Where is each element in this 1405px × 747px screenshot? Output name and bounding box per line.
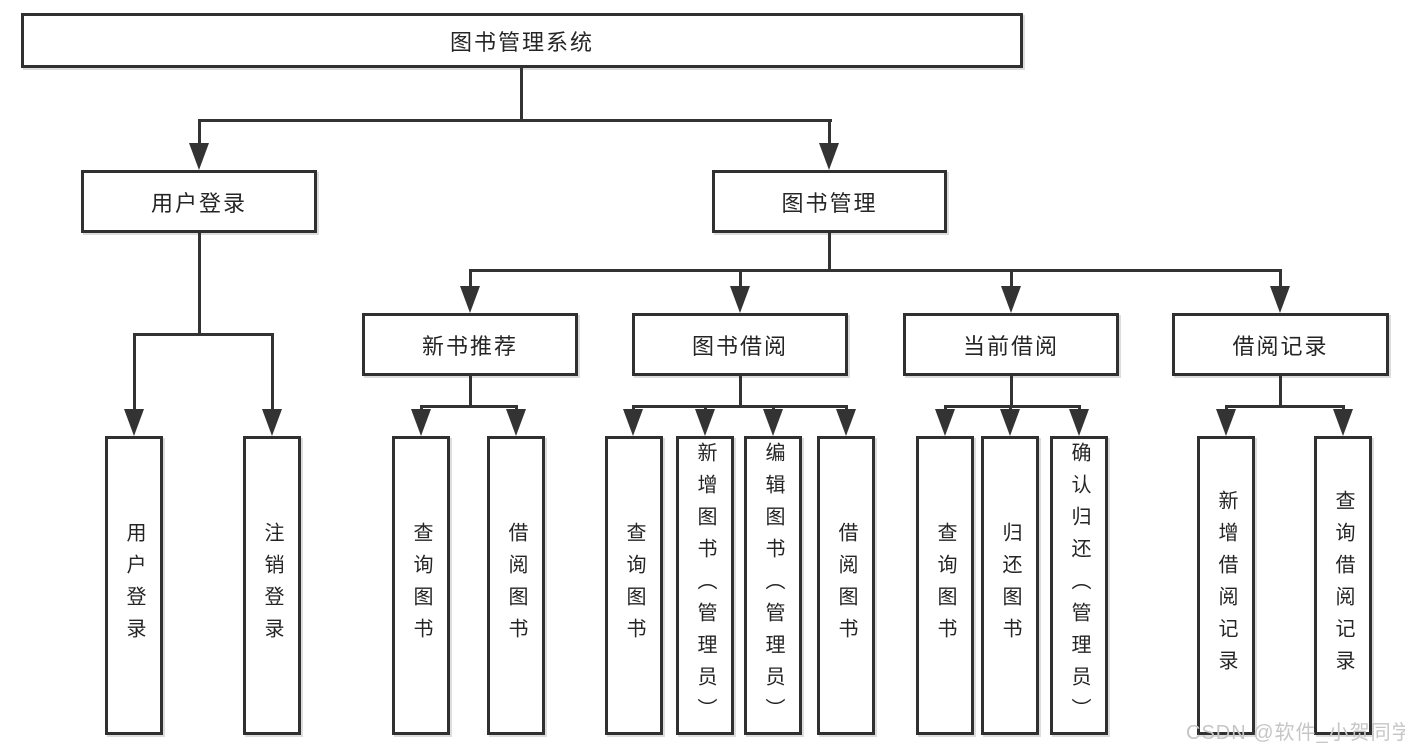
connector-line [469, 376, 472, 408]
connector-arrow-down-icon [763, 409, 783, 436]
node-library-system: 图书管理系统 [21, 13, 1023, 68]
connector-arrow-down-icon [1333, 409, 1353, 436]
connector-arrow-down-icon [1001, 286, 1021, 313]
node-label: 图书管理 [781, 190, 878, 216]
node-book-management: 图书管理 [712, 170, 947, 233]
leaf-label: 新增图书（管理员） [694, 441, 716, 730]
node-label: 新书推荐 [421, 333, 518, 359]
leaf-add-books-admin: 新增图书（管理员） [676, 436, 734, 735]
connector-arrow-down-icon [730, 286, 750, 313]
leaf-user-login: 用户登录 [105, 436, 163, 735]
leaf-label: 查询图书 [410, 521, 432, 650]
connector-line [828, 119, 831, 149]
connector-arrow-down-icon [189, 143, 209, 170]
leaf-label: 归还图书 [999, 521, 1021, 650]
connector-line [944, 405, 1080, 408]
leaf-add-borrow-record: 新增借阅记录 [1197, 436, 1255, 735]
connector-arrow-down-icon [1069, 409, 1089, 436]
connector-arrow-down-icon [411, 409, 431, 436]
node-book-borrowing: 图书借阅 [632, 313, 848, 376]
leaf-recommend-query-books: 查询图书 [392, 436, 450, 735]
leaf-confirm-return-admin: 确认归还（管理员） [1050, 436, 1108, 735]
leaf-label: 确认归还（管理员） [1068, 441, 1090, 730]
connector-arrow-down-icon [695, 409, 715, 436]
connector-line [739, 269, 742, 291]
connector-line [198, 119, 201, 149]
leaf-label: 查询图书 [623, 521, 645, 650]
watermark: CSDN @软件_小贺同学 [1186, 722, 1405, 744]
connector-line [198, 119, 832, 122]
connector-line [420, 405, 518, 408]
connector-line [198, 233, 201, 336]
connector-line [828, 233, 831, 272]
leaf-label: 注销登录 [261, 521, 283, 650]
leaf-label: 用户登录 [123, 521, 145, 650]
connector-arrow-down-icon [1216, 409, 1236, 436]
connector-arrow-down-icon [623, 409, 643, 436]
connector-line [1279, 269, 1282, 291]
connector-line [1225, 405, 1344, 408]
leaf-label: 新增借阅记录 [1215, 489, 1237, 682]
connector-line [1010, 269, 1013, 291]
connector-arrow-down-icon [124, 409, 144, 436]
leaf-label: 查询借阅记录 [1332, 489, 1354, 682]
connector-arrow-down-icon [506, 409, 526, 436]
connector-line [632, 405, 847, 408]
node-label: 图书借阅 [691, 333, 788, 359]
node-label: 图书管理系统 [449, 29, 594, 55]
node-new-book-recommend: 新书推荐 [362, 313, 578, 376]
node-label: 用户登录 [150, 190, 247, 216]
connector-line [469, 269, 1282, 272]
node-borrowing-records: 借阅记录 [1172, 313, 1389, 376]
leaf-label: 查询图书 [934, 521, 956, 650]
connector-line [739, 376, 742, 408]
node-user-login: 用户登录 [81, 170, 317, 233]
connector-arrow-down-icon [935, 409, 955, 436]
connector-line [469, 269, 472, 291]
node-label: 借阅记录 [1232, 333, 1329, 359]
connector-line [271, 333, 274, 413]
leaf-label: 编辑图书（管理员） [762, 441, 784, 730]
leaf-borrow-books: 借阅图书 [817, 436, 875, 735]
connector-arrow-down-icon [262, 409, 282, 436]
connector-arrow-down-icon [460, 286, 480, 313]
leaf-return-books: 归还图书 [981, 436, 1039, 735]
connector-arrow-down-icon [1270, 286, 1290, 313]
leaf-label: 借阅图书 [835, 521, 857, 650]
connector-line [520, 68, 523, 121]
connector-arrow-down-icon [819, 143, 839, 170]
leaf-label: 借阅图书 [505, 521, 527, 650]
leaf-logout: 注销登录 [243, 436, 301, 735]
connector-line [133, 333, 274, 336]
leaf-current-query-books: 查询图书 [916, 436, 974, 735]
node-label: 当前借阅 [962, 333, 1059, 359]
connector-arrow-down-icon [1000, 409, 1020, 436]
leaf-query-borrow-record: 查询借阅记录 [1314, 436, 1372, 735]
leaf-edit-books-admin: 编辑图书（管理员） [744, 436, 802, 735]
leaf-borrowing-query-books: 查询图书 [605, 436, 663, 735]
node-current-borrowing: 当前借阅 [903, 313, 1119, 376]
connector-line [1010, 376, 1013, 408]
leaf-recommend-borrow-books: 借阅图书 [487, 436, 545, 735]
connector-line [133, 333, 136, 413]
connector-line [1279, 376, 1282, 408]
connector-arrow-down-icon [836, 409, 856, 436]
